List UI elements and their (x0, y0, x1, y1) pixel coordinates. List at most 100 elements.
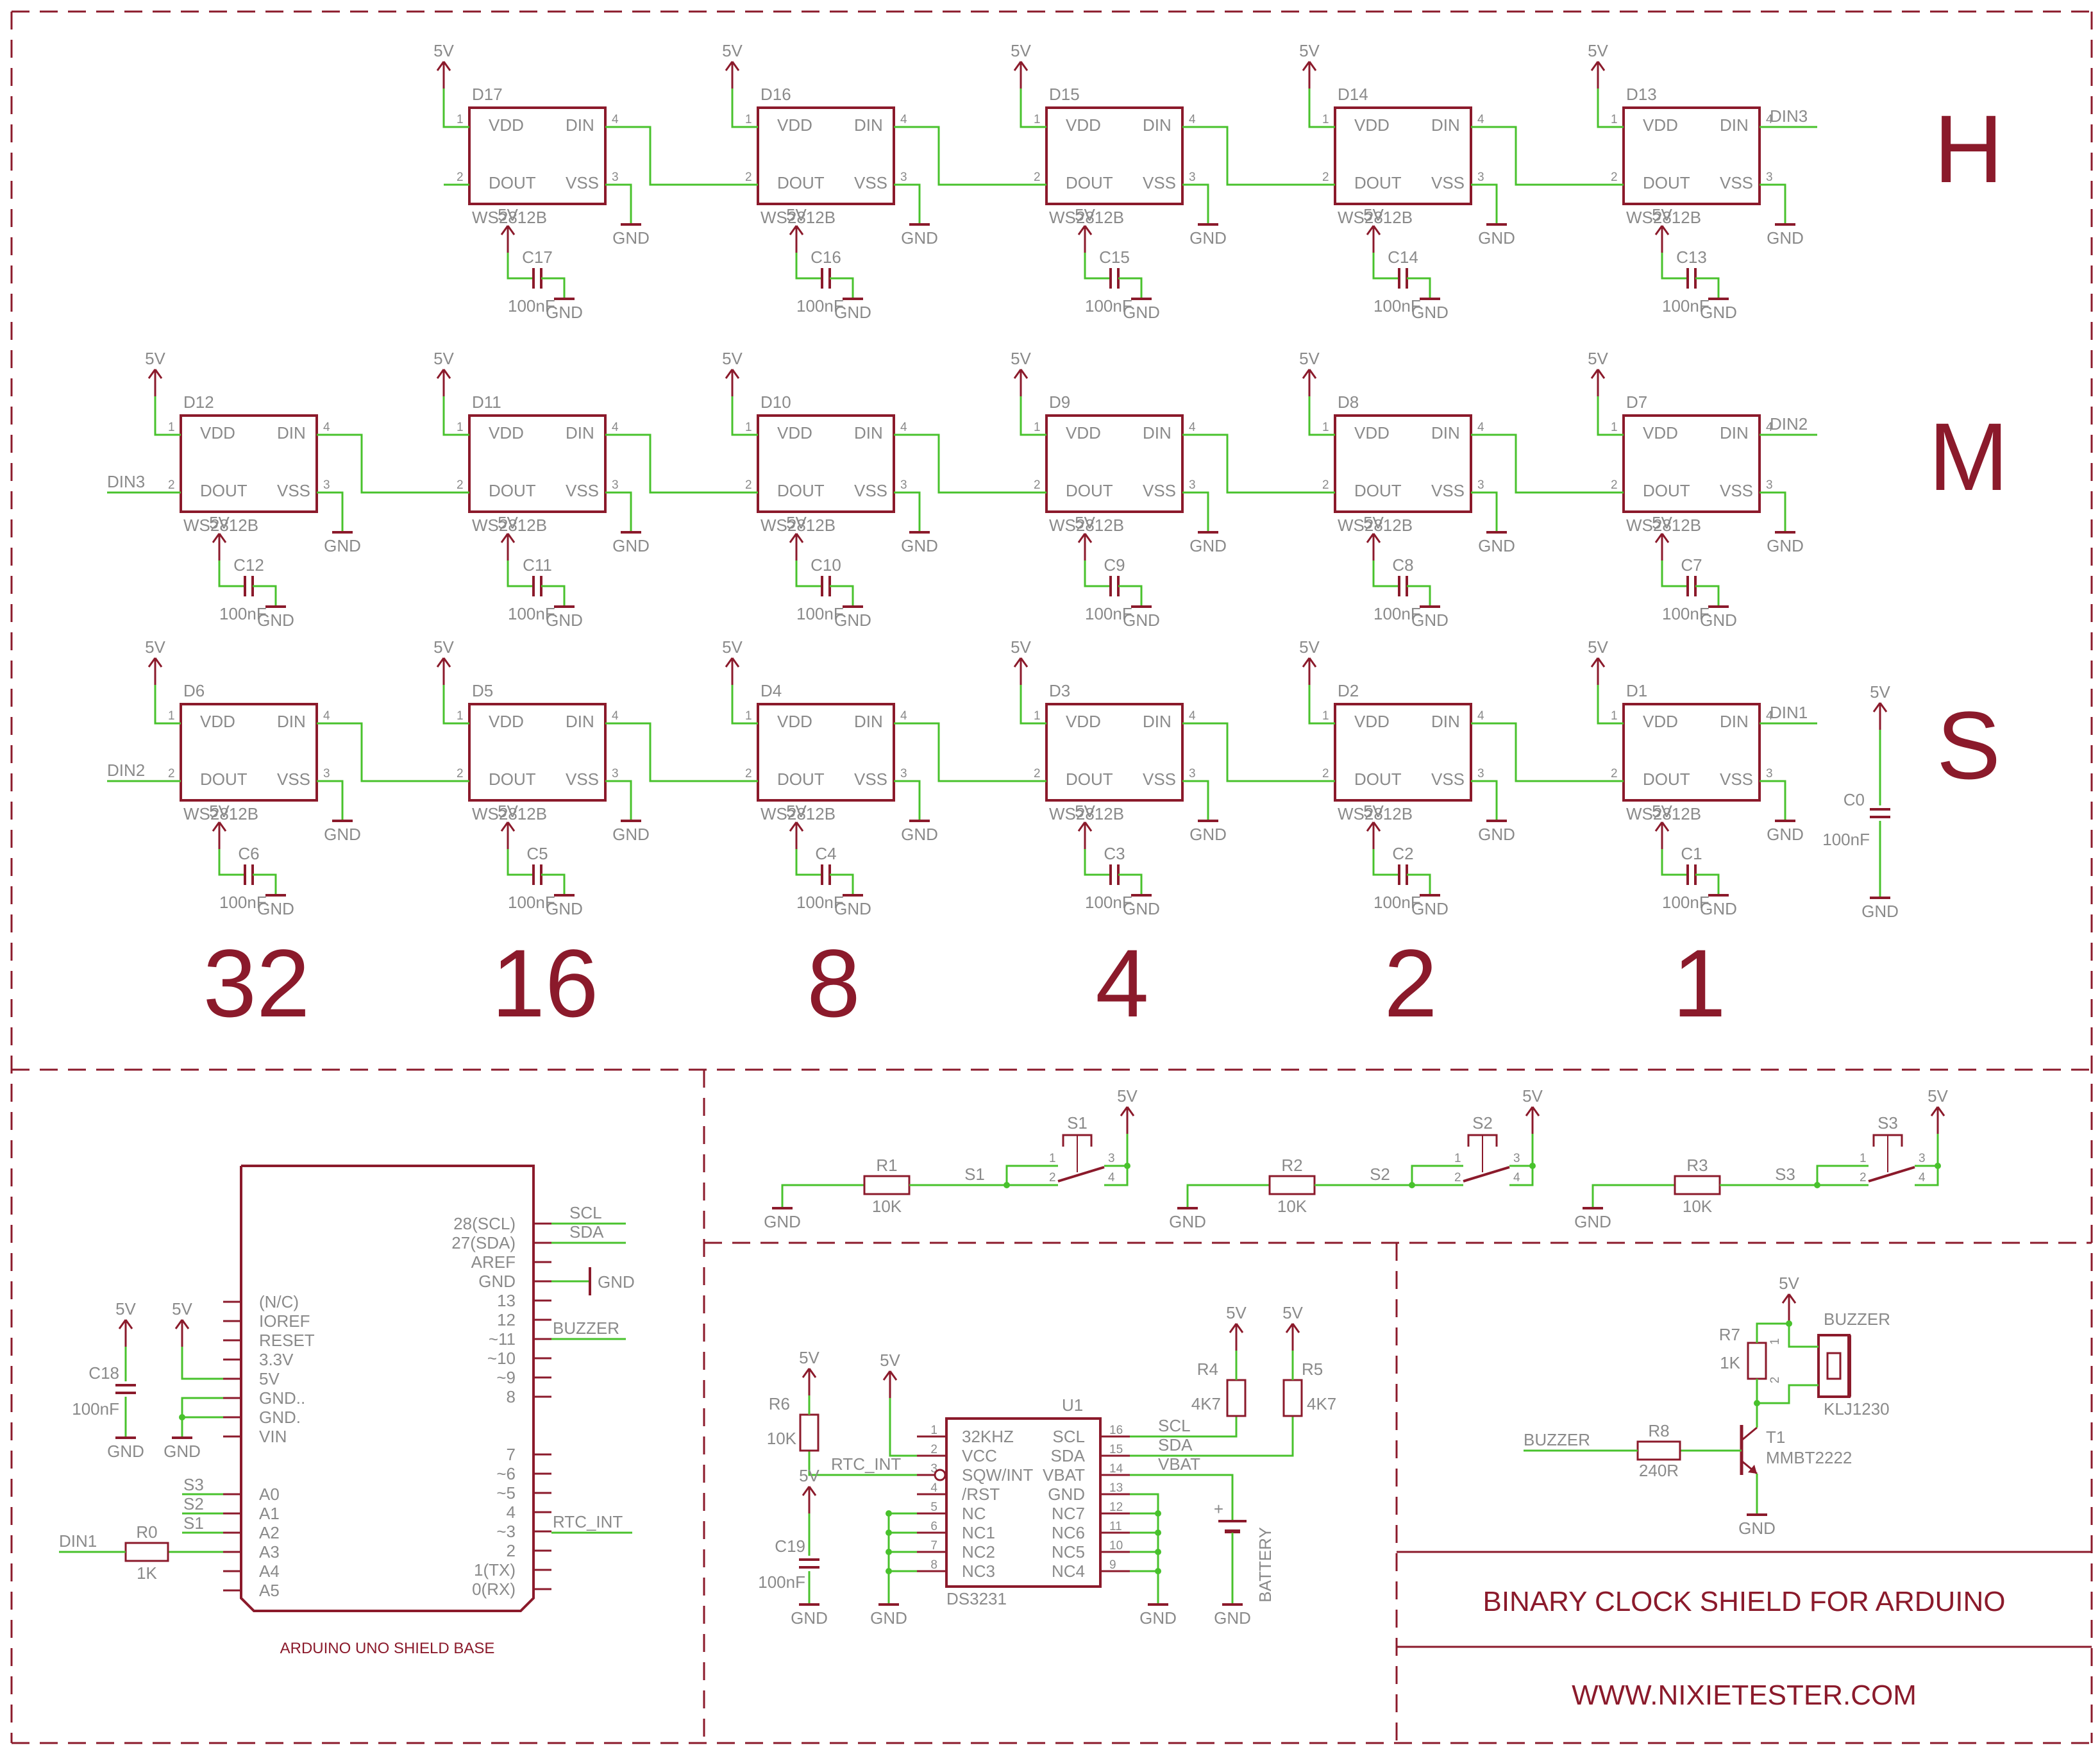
rtc-right-pin: SDA (1051, 1446, 1086, 1465)
pin-number: 4 (1189, 709, 1196, 723)
pin-number: 2 (168, 478, 175, 492)
cap-value: 100nF (796, 604, 844, 623)
vcc-arrow (174, 1319, 183, 1329)
arduino-body (240, 1165, 535, 1612)
arduino-left-pin: VIN (259, 1427, 287, 1446)
wire-cap (541, 277, 566, 298)
pin-number: 4 (1766, 421, 1773, 434)
led-ref: D15 (1049, 85, 1080, 104)
vcc-symbol: 5V (880, 1351, 901, 1398)
vcc-symbol: 5V (1075, 802, 1096, 849)
vcc-symbol: 5V (1588, 637, 1609, 685)
vcc-label: 5V (1075, 802, 1095, 821)
led-body (180, 703, 318, 802)
pin-number: 4 (612, 709, 619, 723)
ground-label: GND (1700, 611, 1737, 630)
ground-symbol: GND (791, 1603, 828, 1628)
pin-number: 2 (457, 171, 464, 184)
pin-vdd: VDD (1066, 712, 1101, 731)
vcc-arrow (1661, 821, 1670, 832)
res-value: 10K (767, 1429, 797, 1448)
vcc-arrow (1084, 821, 1093, 832)
pin-number: 3 (612, 767, 619, 780)
ground-symbol: GND (870, 1603, 907, 1628)
cap-ref: C7 (1681, 555, 1702, 575)
capacitor (821, 576, 831, 596)
pin-vss: VSS (854, 770, 887, 789)
wire-rtc-sda (1130, 1416, 1294, 1457)
res-ref: R6 (769, 1394, 790, 1413)
pin-number: 3 (323, 767, 330, 780)
pin-number: 2 (745, 478, 752, 492)
pin-vss: VSS (1720, 173, 1753, 192)
pin-number: 4 (1766, 709, 1773, 723)
pin-number: 1 (168, 421, 175, 434)
pin-dout: DOUT (1643, 770, 1690, 789)
wire-cap (1695, 873, 1720, 894)
ground-symbol: GND (612, 820, 650, 844)
cap-ref: C2 (1392, 844, 1413, 863)
wire-vss (317, 491, 344, 531)
rtc-left-pin: NC1 (962, 1523, 995, 1542)
vcc-arrow (1372, 225, 1381, 235)
vcc-label: 5V (1363, 205, 1384, 224)
wire-sw-4 (1104, 1166, 1129, 1186)
led-body (1622, 106, 1761, 205)
wire-r7 (1756, 1322, 1789, 1343)
ground-label: GND (1189, 825, 1227, 844)
bit-weight-8: 8 (807, 929, 860, 1037)
vcc-arrow (731, 657, 740, 668)
vcc-label: 5V (209, 802, 230, 821)
ground-symbol: GND (612, 223, 650, 248)
led-part: WS2812B (183, 516, 258, 535)
resistor-body (1268, 1175, 1316, 1195)
led-ref: D1 (1626, 681, 1647, 700)
vcc-symbol: 5V (786, 802, 807, 849)
ground-label: GND (1189, 228, 1227, 248)
vcc-arrow (1077, 821, 1086, 832)
cap-ref: C14 (1388, 248, 1418, 267)
capacitor (1686, 268, 1697, 289)
pin-number: 4 (323, 709, 330, 723)
ground-label: GND (546, 899, 583, 918)
led-part: WS2812B (760, 516, 836, 535)
net-din-in: DIN2 (107, 761, 145, 780)
pin-number: 4 (323, 421, 330, 434)
ground-label: GND (257, 899, 294, 918)
ground-label: GND (1767, 536, 1804, 555)
vcc-label: 5V (145, 637, 165, 657)
cap-value: 100nF (1662, 296, 1709, 316)
pin-number: 1 (1611, 421, 1618, 434)
led-part: WS2812B (472, 804, 547, 823)
pin-number: 1 (1049, 1152, 1056, 1165)
vcc-symbol: 5V (722, 41, 743, 88)
wire-cap (218, 560, 245, 587)
led-ref: D2 (1338, 681, 1359, 700)
vcc-arrow (1302, 61, 1311, 71)
wire-nc-gnd (887, 1512, 917, 1603)
led-ref: D13 (1626, 85, 1657, 104)
vcc-arrow (507, 533, 516, 543)
cap-ref: C6 (238, 844, 259, 863)
vcc-symbol: 5V (722, 637, 743, 685)
wire-vss (605, 780, 632, 820)
res-ref: R5 (1302, 1360, 1323, 1379)
pin-number: 3 (1766, 171, 1773, 184)
ground-label: GND (1574, 1212, 1611, 1231)
pin-number: 4 (1189, 113, 1196, 126)
pin-number: 1 (457, 709, 464, 723)
vcc-arrow (181, 1319, 190, 1329)
ground-symbol: GND (1189, 223, 1227, 248)
vcc-arrow (212, 821, 221, 832)
cap-value: 100nF (508, 296, 555, 316)
vcc-label: 5V (1011, 637, 1031, 657)
wire-vss (1471, 780, 1498, 820)
pin-number: 2 (168, 767, 175, 780)
